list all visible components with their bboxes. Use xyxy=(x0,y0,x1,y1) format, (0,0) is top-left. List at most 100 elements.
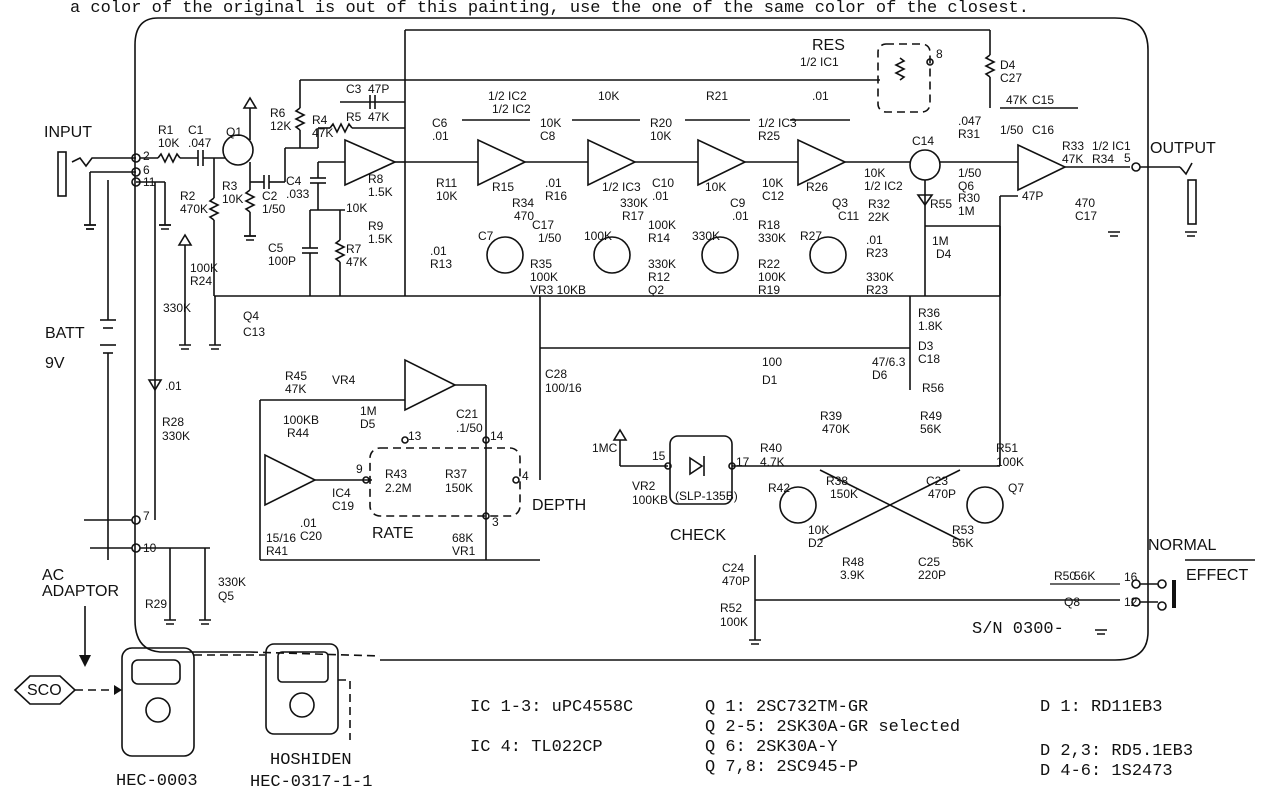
sco-arrow-icon xyxy=(114,685,122,695)
r27-label: R22 xyxy=(758,257,780,271)
r3-label: R3 xyxy=(222,179,238,193)
c10-label: C10 xyxy=(652,176,674,190)
r25-label: 1/2 IC3 xyxy=(758,116,797,130)
q7-label: R42 xyxy=(768,481,790,495)
r13-label: C17 xyxy=(532,218,554,232)
check-led-block xyxy=(669,435,733,505)
r35-value: C17 xyxy=(1075,209,1097,223)
r19-value: Q2 xyxy=(648,283,664,297)
parts-q1: Q 1: 2SC732TM-GR xyxy=(705,698,868,717)
r6-value: 12K xyxy=(270,119,291,133)
r31-label: D4 xyxy=(1000,58,1016,72)
depth-label: DEPTH xyxy=(532,497,586,514)
r6-label: R6 xyxy=(270,106,286,120)
c11-value: .01 xyxy=(732,209,749,223)
c4-value: .033 xyxy=(286,187,310,201)
hoshiden-label: HOSHIDEN xyxy=(270,751,352,770)
parts-q6: Q 6: 2SK30A-Y xyxy=(705,738,838,757)
r32-label: 1/50 xyxy=(958,166,982,180)
r34-label: R33 xyxy=(1062,139,1084,153)
r49-value: 4.7K xyxy=(760,455,785,469)
r10-label: C6 xyxy=(432,116,448,130)
d5-label: R56 xyxy=(922,381,944,395)
c28-label: 330K xyxy=(218,575,246,589)
c21-value: D1 xyxy=(762,373,778,387)
r4-label: R4 xyxy=(312,113,328,127)
d1-label: R29 xyxy=(145,597,167,611)
led-icon xyxy=(689,456,704,476)
r38-label: 15/16 xyxy=(266,531,296,545)
c19-value: R44 xyxy=(287,426,309,440)
c3-label: C3 xyxy=(346,82,362,96)
r48-label: VR2 xyxy=(632,479,656,493)
node-9-label: 9 xyxy=(356,462,363,476)
q2-jfet xyxy=(486,236,524,274)
r35-label: 470 xyxy=(1075,196,1095,210)
node-7 xyxy=(131,515,141,525)
vr4-label: D3 xyxy=(918,339,934,353)
r39-label: .01 xyxy=(300,516,317,530)
parts-d46: D 4-6: 1S2473 xyxy=(1040,762,1173,781)
r18-value: R14 xyxy=(648,231,670,245)
r55-value: 1M xyxy=(958,204,975,218)
r4-resistor xyxy=(329,122,353,134)
c21-label: 100 xyxy=(762,355,782,369)
r31-value: C27 xyxy=(1000,71,1022,85)
r3-value: 10K xyxy=(222,192,243,206)
vr4-value: C18 xyxy=(918,352,940,366)
hec0003-label: HEC-0003 xyxy=(116,772,198,791)
r56-value: 330K xyxy=(162,429,190,443)
jfet-q3: 100K 330K R17 100K R14 330K R12 Q2 xyxy=(584,196,676,297)
sco-label: SCO xyxy=(27,682,62,699)
r47-value: 56K xyxy=(1074,569,1095,583)
serial-number: S/N 0300- xyxy=(972,620,1064,639)
node-13 xyxy=(401,436,409,444)
c8-value: R16 xyxy=(545,189,567,203)
c2-label: C2 xyxy=(262,189,278,203)
r10-value: .01 xyxy=(432,129,449,143)
ic4a-opamp xyxy=(404,358,457,412)
ic4b-opamp xyxy=(264,453,317,507)
node-8 xyxy=(926,58,934,66)
enclosure-outline-left xyxy=(134,17,250,653)
input-wire xyxy=(71,156,136,168)
c25-value: 3.9K xyxy=(840,568,865,582)
stage-3: 10K xyxy=(697,138,747,194)
r19-label: R12 xyxy=(648,270,670,284)
r33-value: C16 xyxy=(1032,123,1054,137)
r13-value: 1/50 xyxy=(538,231,562,245)
ic2a-label: R15 xyxy=(492,180,514,194)
node-14-label: 14 xyxy=(490,429,504,443)
r50-value: 100K xyxy=(996,455,1024,469)
node-10 xyxy=(131,543,141,553)
c9-label: 330K xyxy=(620,196,648,210)
c9-value: R17 xyxy=(622,209,644,223)
node-4 xyxy=(512,476,520,484)
r24-label: 100K xyxy=(758,270,786,284)
r9-label: R9 xyxy=(368,219,384,233)
node-12-label: 12 xyxy=(1124,595,1138,609)
r44-label: 47/6.3 xyxy=(872,355,906,369)
vr3-label: 1/2 IC1 xyxy=(800,55,839,69)
q3-jfet xyxy=(593,236,631,274)
r36-label: 100K xyxy=(190,261,218,275)
c12-label: 10K xyxy=(762,176,783,190)
vr1-label: R43 xyxy=(385,467,407,481)
r1-label: R1 xyxy=(158,123,174,137)
stage-4: R26 xyxy=(797,138,847,194)
c16-value: C15 xyxy=(1032,93,1054,107)
c22-value: 100K xyxy=(720,615,748,629)
c6-label: R11 xyxy=(436,176,457,190)
adaptor-label: ADAPTOR xyxy=(42,583,119,600)
r48-value: 100KB xyxy=(632,493,668,507)
vr3-pot xyxy=(894,57,906,81)
ic1b-opamp xyxy=(1017,143,1067,192)
r30-label: R32 xyxy=(868,197,890,211)
jfet-q5: R27 Q3 C11 .01 R23 330K R23 xyxy=(800,196,894,297)
stage-1: R15 xyxy=(477,138,527,194)
ic2a-opamp xyxy=(477,138,527,187)
vr2-label: R37 xyxy=(445,467,467,481)
node-3-label: 3 xyxy=(492,515,499,529)
r43-value: 100/16 xyxy=(545,381,582,395)
